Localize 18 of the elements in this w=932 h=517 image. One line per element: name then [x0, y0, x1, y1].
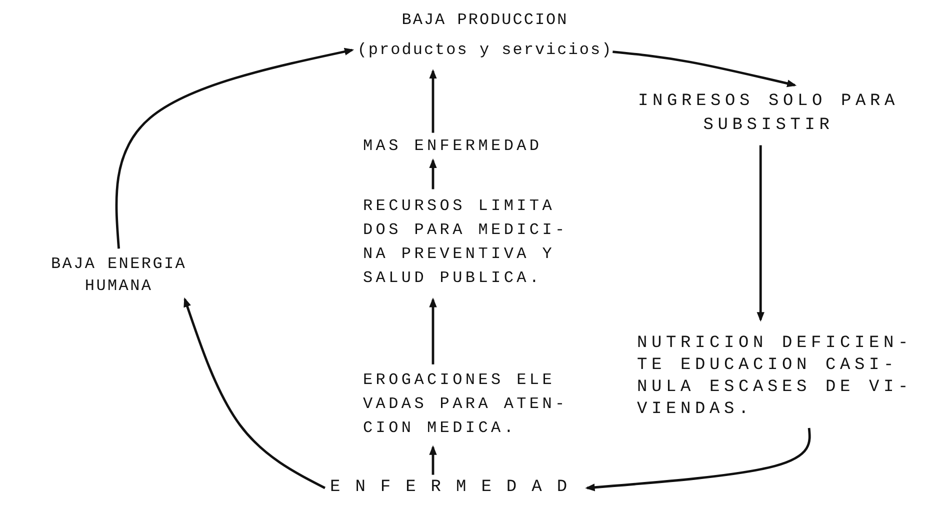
arrow	[429, 298, 437, 364]
node-text: INGRESOS SOLO PARA SUBSISTIR	[637, 91, 900, 137]
arrow	[585, 428, 811, 492]
arrow	[429, 158, 437, 190]
node-text: EROGACIONES ELE VADAS PARA ATEN- CION MEDICA.	[363, 370, 569, 439]
node-text: ENFERMEDAD	[330, 477, 582, 499]
arrow	[429, 69, 437, 133]
node-text: NUTRICION DEFICIEN- TE EDUCACION CASI- NULA ESCASES DE VI- VIENDAS.	[637, 333, 914, 421]
arrow	[184, 297, 326, 490]
heading-text: BAJA PRODUCCION	[400, 10, 570, 31]
arrow	[612, 50, 797, 88]
subheading-text: (productos y servicios)	[357, 40, 613, 61]
node-text: BAJA ENERGIA HUMANA	[50, 254, 188, 297]
node-text: MAS ENFERMEDAD	[363, 136, 544, 157]
arrow	[115, 48, 354, 249]
arrow	[429, 445, 437, 475]
arrow	[756, 145, 764, 322]
node-text: RECURSOS LIMITA DOS PARA MEDICI- NA PREVENTIVA Y SALUD PUBLICA.	[363, 196, 569, 289]
